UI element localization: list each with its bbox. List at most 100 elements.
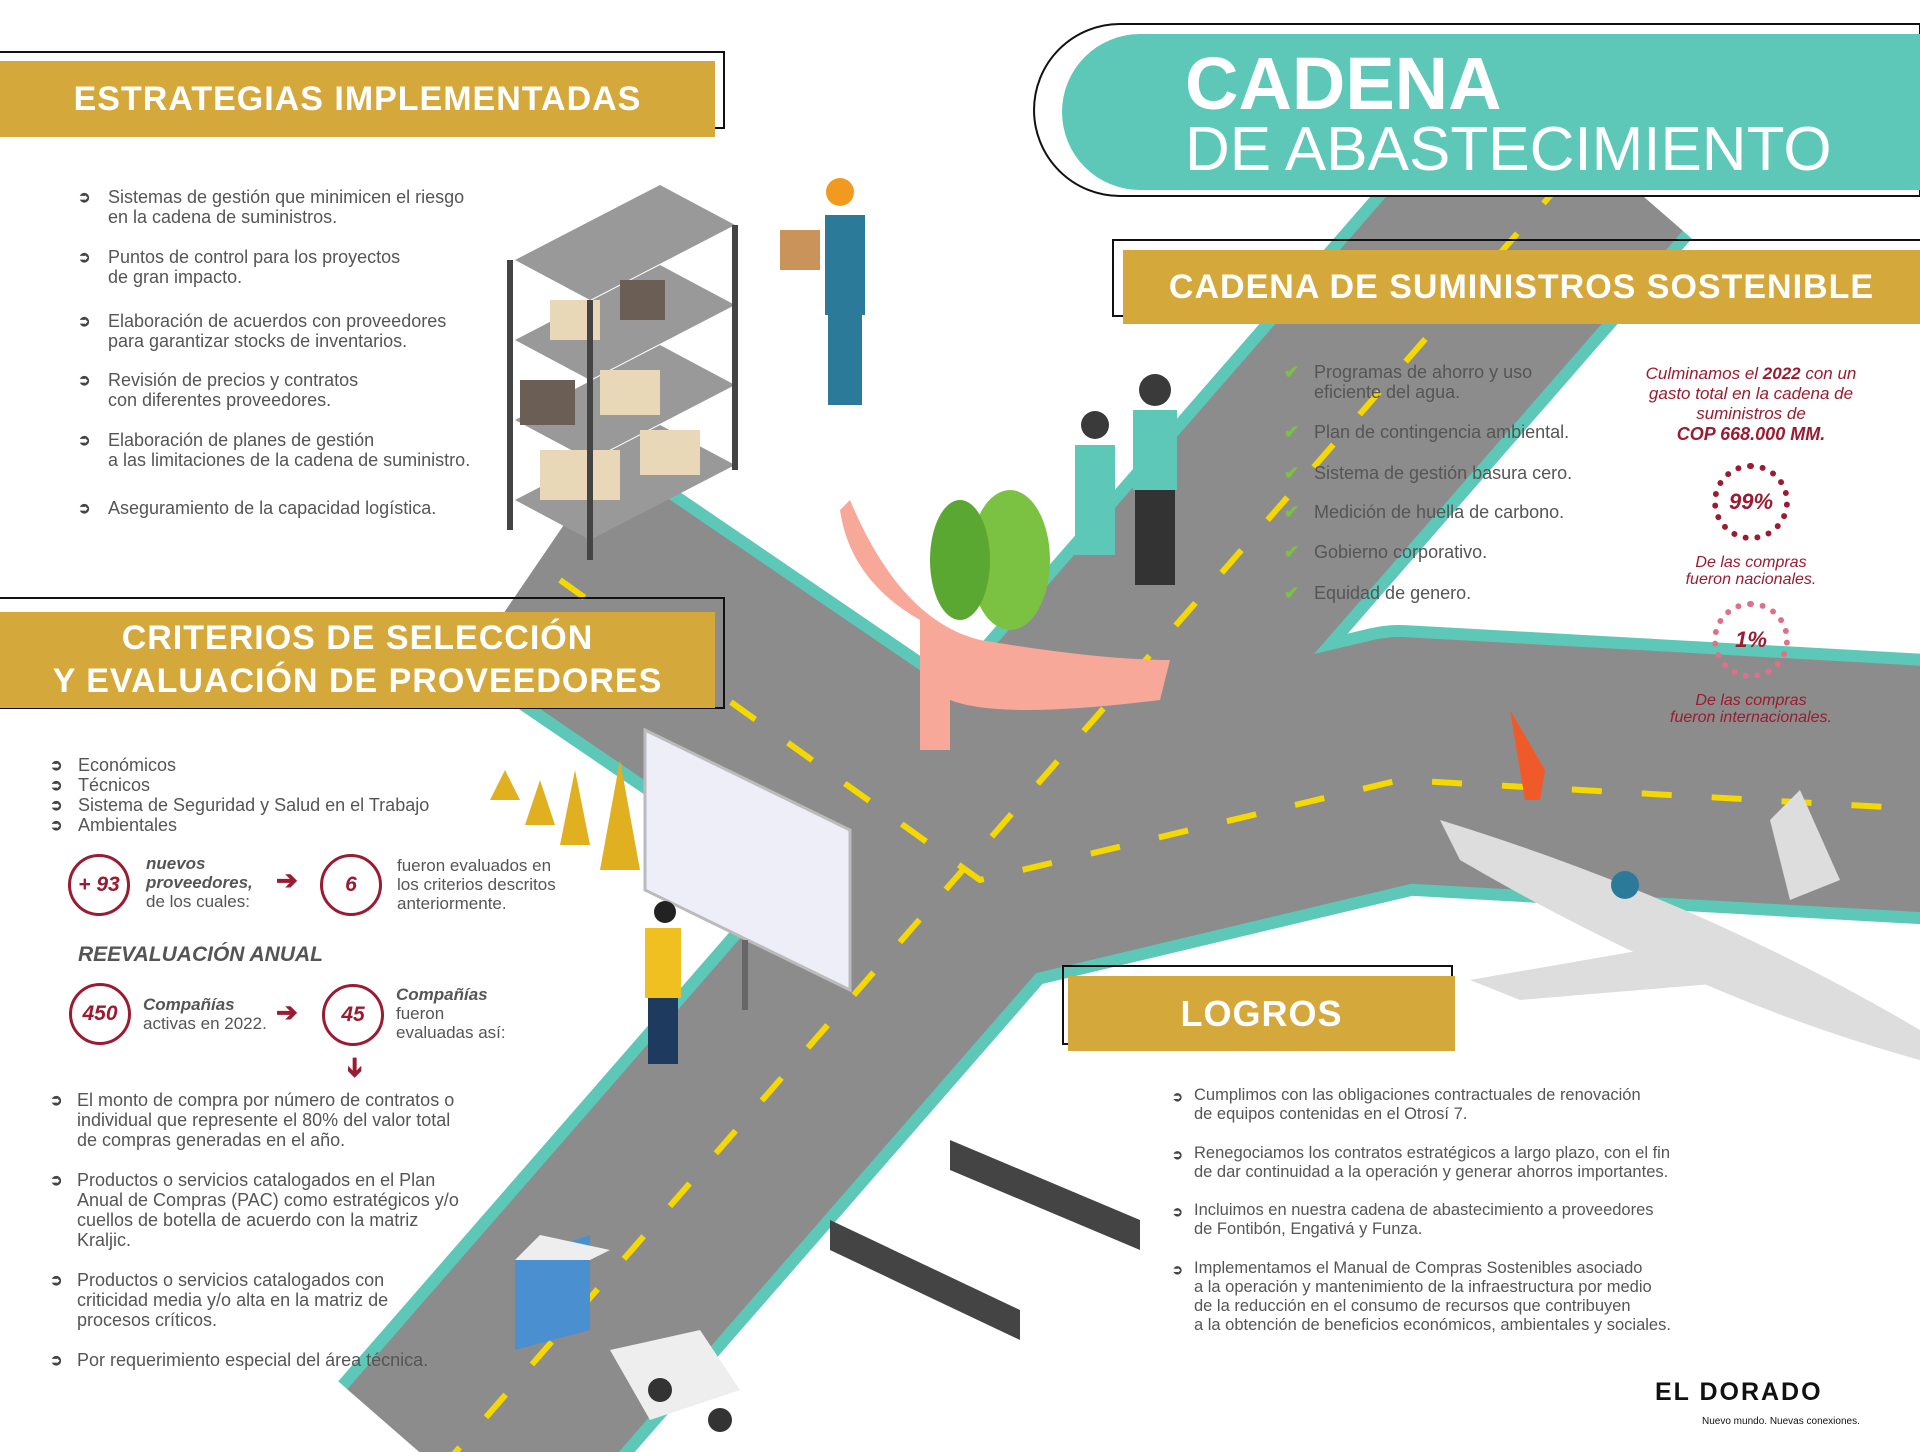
spend-summary: Culminamos el 2022 con un gasto total en… xyxy=(1626,364,1876,445)
line: Renegociamos los contratos estratégicos … xyxy=(1194,1144,1671,1162)
baggage-truck-illustration xyxy=(515,1235,740,1432)
arrow-bullet-icon: ➲ xyxy=(50,777,63,794)
new-suppliers-circle: + 93 xyxy=(68,854,130,916)
label-text: los criterios descritos xyxy=(397,875,556,894)
arrow-right-icon: ➔ xyxy=(276,997,298,1027)
line: Medición de huella de carbono. xyxy=(1314,502,1565,522)
leaf-check-icon: ✔ xyxy=(1284,502,1300,522)
page-subtitle: DE ABASTECIMIENTO xyxy=(1185,115,1832,184)
line: de dar continuidad a la operación y gene… xyxy=(1194,1163,1669,1181)
arrow-bullet-icon: ➲ xyxy=(1172,1204,1183,1219)
label-text: fueron xyxy=(396,1004,445,1023)
arrow-bullet-icon: ➲ xyxy=(78,249,91,266)
rule-item: ➲Productos o servicios catalogados en el… xyxy=(50,1170,459,1250)
criterios-heading-line: Y EVALUACIÓN DE PROVEEDORES xyxy=(52,662,663,700)
arrow-down-icon: ➔ xyxy=(340,1056,371,1079)
sostenible-item: ✔Gobierno corporativo. xyxy=(1284,542,1487,562)
header-outline xyxy=(0,597,725,709)
leaf-check-icon: ✔ xyxy=(1284,463,1300,483)
line: criticidad media y/o alta en la matriz d… xyxy=(77,1290,389,1310)
shelf-illustration xyxy=(507,185,738,560)
line: de la reducción en el consumo de recurso… xyxy=(1194,1297,1631,1315)
line: Equidad de genero. xyxy=(1314,583,1472,603)
leaf-check-icon: ✔ xyxy=(1284,422,1300,442)
criteria-type-item: ➲Técnicos xyxy=(50,775,150,795)
arrow-bullet-icon: ➲ xyxy=(1172,1147,1183,1162)
line: Elaboración de acuerdos con proveedores xyxy=(108,311,447,331)
national-percent: 99% xyxy=(1728,489,1774,514)
label-text: activas en 2022. xyxy=(143,1014,267,1033)
line: Kraljic. xyxy=(77,1230,132,1250)
estrategia-item: ➲ Sistemas de gestión que minimicen el ri… xyxy=(78,187,464,227)
logro-item: ➲Implementamos el Manual de Compras Sost… xyxy=(1172,1259,1671,1335)
people-illustration xyxy=(1075,374,1177,585)
reevaluated-circle: 45 xyxy=(322,984,384,1046)
line: Sistemas de gestión que minimicen el rie… xyxy=(108,187,465,207)
sostenible-item: ✔Plan de contingencia ambiental. xyxy=(1284,422,1569,442)
sostenible-item: ✔ Medición de huella de carbono. xyxy=(1284,502,1564,522)
sostenible-heading: CADENA DE SUMINISTROS SOSTENIBLE xyxy=(1123,250,1920,324)
logros-heading: LOGROS xyxy=(1068,976,1455,1051)
summary-amount: COP 668.000 MM. xyxy=(1676,424,1826,444)
stat-label: De las compras xyxy=(1695,692,1807,709)
baggage-carousel-illustration xyxy=(830,1140,1140,1340)
label-bold: Compañías xyxy=(396,985,488,1004)
airplane-illustration xyxy=(1440,710,1920,1060)
logro-item: ➲ Renegociamos los contratos estratégicos… xyxy=(1172,1144,1670,1182)
line: de compras generadas en el año. xyxy=(77,1130,346,1150)
arrow-bullet-icon: ➲ xyxy=(50,1172,63,1189)
label-bold: nuevos xyxy=(146,854,206,873)
stat-label: De las compras xyxy=(1695,554,1807,571)
estrategia-item: ➲Elaboración de acuerdos con proveedores… xyxy=(78,311,446,351)
line: Por requerimiento especial del área técn… xyxy=(77,1350,429,1370)
line: cuellos de botella de acuerdo con la mat… xyxy=(77,1210,419,1230)
arrow-bullet-icon: ➲ xyxy=(78,432,91,449)
roads xyxy=(338,61,1920,1452)
line: Aseguramiento de la capacidad logística. xyxy=(108,498,437,518)
hands-plant-illustration xyxy=(840,490,1170,750)
line: eficiente del agua. xyxy=(1314,382,1461,402)
line: con diferentes proveedores. xyxy=(108,390,332,410)
arrow-bullet-icon: ➲ xyxy=(50,1092,63,1109)
line: Incluimos en nuestra cadena de abastecim… xyxy=(1194,1201,1654,1219)
chart-board-illustration xyxy=(490,727,852,1064)
line: a la obtención de beneficios económicos,… xyxy=(1194,1316,1671,1334)
arrow-bullet-icon: ➲ xyxy=(78,189,91,206)
label-text: evaluadas así: xyxy=(396,1023,506,1042)
line: procesos críticos. xyxy=(77,1310,218,1330)
stat-label: fueron internacionales. xyxy=(1670,709,1832,726)
rule-item: ➲ Por requerimiento especial del área téc… xyxy=(50,1350,428,1370)
line: en la cadena de suministros. xyxy=(108,207,338,227)
rule-item: ➲ El monto de compra por número de contra… xyxy=(50,1090,454,1150)
criterios-heading: CRITERIOS DE SELECCIÓN Y EVALUACIÓN DE P… xyxy=(0,612,715,708)
label-text: de los cuales: xyxy=(146,892,250,911)
international-percent: 1% xyxy=(1735,627,1767,652)
active-companies-circle: 450 xyxy=(69,983,131,1045)
arrow-bullet-icon: ➲ xyxy=(1172,1262,1183,1277)
evaluated-circle: 6 xyxy=(320,854,382,916)
line: Puntos de control para los proyectos xyxy=(108,247,401,267)
label-text: anteriormente. xyxy=(397,894,507,913)
sostenible-item: ✔Sistema de gestión basura cero. xyxy=(1284,463,1572,483)
line: individual que represente el 80% del val… xyxy=(77,1110,451,1130)
line: Revisión de precios y contratos xyxy=(108,370,359,390)
line: El monto de compra por número de contrat… xyxy=(77,1090,455,1110)
line: Anual de Compras (PAC) como estratégicos… xyxy=(77,1190,459,1210)
logro-item: ➲ Incluimos en nuestra cadena de abasteci… xyxy=(1172,1201,1654,1239)
arrow-bullet-icon: ➲ xyxy=(50,1272,63,1289)
logro-item: ➲Cumplimos con las obligaciones contract… xyxy=(1172,1086,1641,1124)
reeval-title: REEVALUACIÓN ANUAL xyxy=(78,943,323,966)
leaf-check-icon: ✔ xyxy=(1284,362,1300,382)
arrow-right-icon: ➔ xyxy=(276,865,298,895)
arrow-bullet-icon: ➲ xyxy=(50,1352,63,1369)
line: de equipos contenidas en el Otrosí 7. xyxy=(1194,1105,1468,1123)
arrow-bullet-icon: ➲ xyxy=(50,757,63,774)
